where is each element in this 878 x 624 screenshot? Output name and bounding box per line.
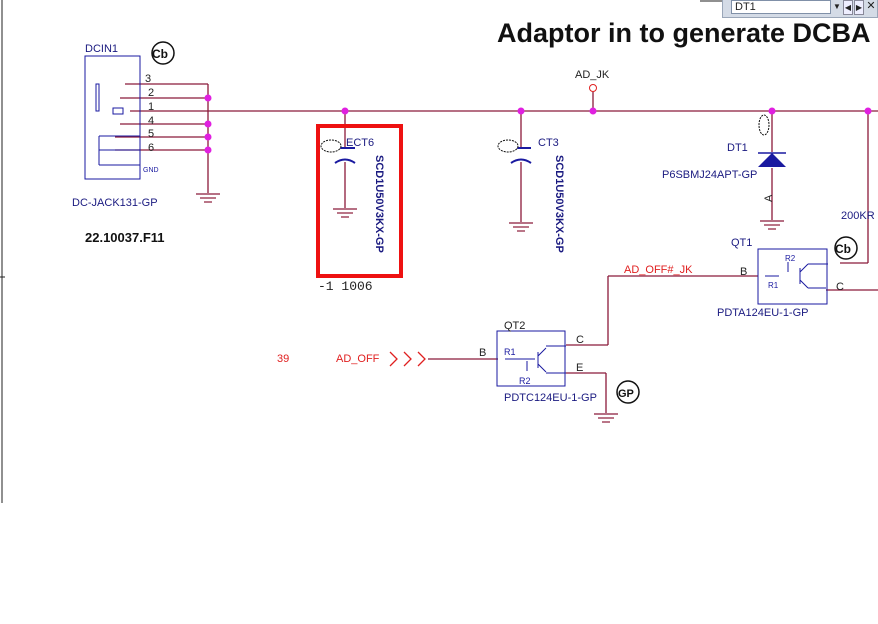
ect6-part: SCD1U50V3KX-GP [373,155,385,253]
qt1-c: C [836,281,844,293]
qt2-b: B [479,347,486,359]
junctions [204,94,872,154]
pin-1: 1 [148,101,154,113]
capacitor-ect6[interactable]: ECT6 SCD1U50V3KX-GP [320,137,385,253]
badge-icon [758,114,770,136]
qt1-part: PDTA124EU-1-GP [717,307,809,319]
badge-icon [320,139,342,153]
dt1-part: P6SBMJ24APT-GP [662,169,757,181]
close-icon[interactable]: ✕ [866,0,876,12]
diode-dt1[interactable]: DT1 P6SBMJ24APT-GP A [662,114,786,202]
pin-4: 4 [148,115,154,127]
gnd-pin-label: GND [143,167,159,174]
qt1-ref: QT1 [731,237,752,249]
find-input[interactable]: DT1 [731,0,831,14]
pin-3: 3 [145,73,151,85]
qt2-r2: R2 [519,376,531,386]
ground-symbols [196,193,784,423]
net-ad-off-jk: AD_OFF#_JK [624,264,693,276]
qt2-c: C [576,334,584,346]
qt2-ref: QT2 [504,320,525,332]
gp-badge-icon [616,380,640,404]
transistor-qt2[interactable]: QT2 B C E R1 R2 PDTC124EU-1-GP GP [479,320,640,404]
dt1-ref: DT1 [727,142,748,154]
highlight-box [316,124,403,278]
ect6-ref: ECT6 [346,137,374,149]
cb-badge-icon [151,41,175,65]
qt2-r1: R1 [504,347,516,357]
arrow-left-icon[interactable]: ◀ [843,0,853,15]
pin-6: 6 [148,142,154,154]
qt2-e: E [576,362,583,374]
r-200k-value: 200KR [841,210,875,222]
transistor-qt1[interactable]: QT1 B C R1 R2 PDTA124EU-1-GP Cb [717,236,858,319]
pin-2: 2 [148,87,154,99]
capacitor-ct3[interactable]: CT3 SCD1U50V3KX-GP [497,137,565,253]
find-toolbar: DT1 ▼ ◀ ▶ ✕ [722,0,878,18]
wires [115,83,878,413]
ct3-part: SCD1U50V3KX-GP [553,155,565,253]
net-ad-jk: AD_JK [575,69,610,81]
dcin1-ref: DCIN1 [85,43,118,55]
qt2-badge: GP [618,388,634,400]
dc-jack-dcin1[interactable]: DCIN1 3 2 1 4 5 6 GND DC-JACK131-GP 22.1… [72,41,175,245]
test-point-icon [589,84,597,92]
qt1-b: B [740,266,747,278]
cb-badge-icon [834,236,858,260]
ad-off-net: AD_OFF [336,353,380,365]
off-page-connector-icon[interactable] [389,351,426,367]
dt1-anode: A [763,194,775,202]
dcin1-part: DC-JACK131-GP [72,197,158,209]
qt1-r2: R2 [785,254,796,263]
dcin-badge: Cb [152,47,168,61]
qt1-r1: R1 [768,281,779,290]
qt2-part: PDTC124EU-1-GP [504,392,597,404]
sheet-title: Adaptor in to generate DCBA [497,18,871,48]
pin-5: 5 [148,128,154,140]
qt1-badge: Cb [835,242,851,256]
ad-off-page-ref[interactable]: 39 [277,353,289,365]
chevron-down-icon[interactable]: ▼ [833,2,841,11]
badge-icon [497,139,519,153]
ct3-ref: CT3 [538,137,559,149]
arrow-right-icon[interactable]: ▶ [854,0,864,15]
dcin1-number: 22.10037.F11 [85,230,165,245]
ect6-note: -1 1006 [318,279,373,294]
